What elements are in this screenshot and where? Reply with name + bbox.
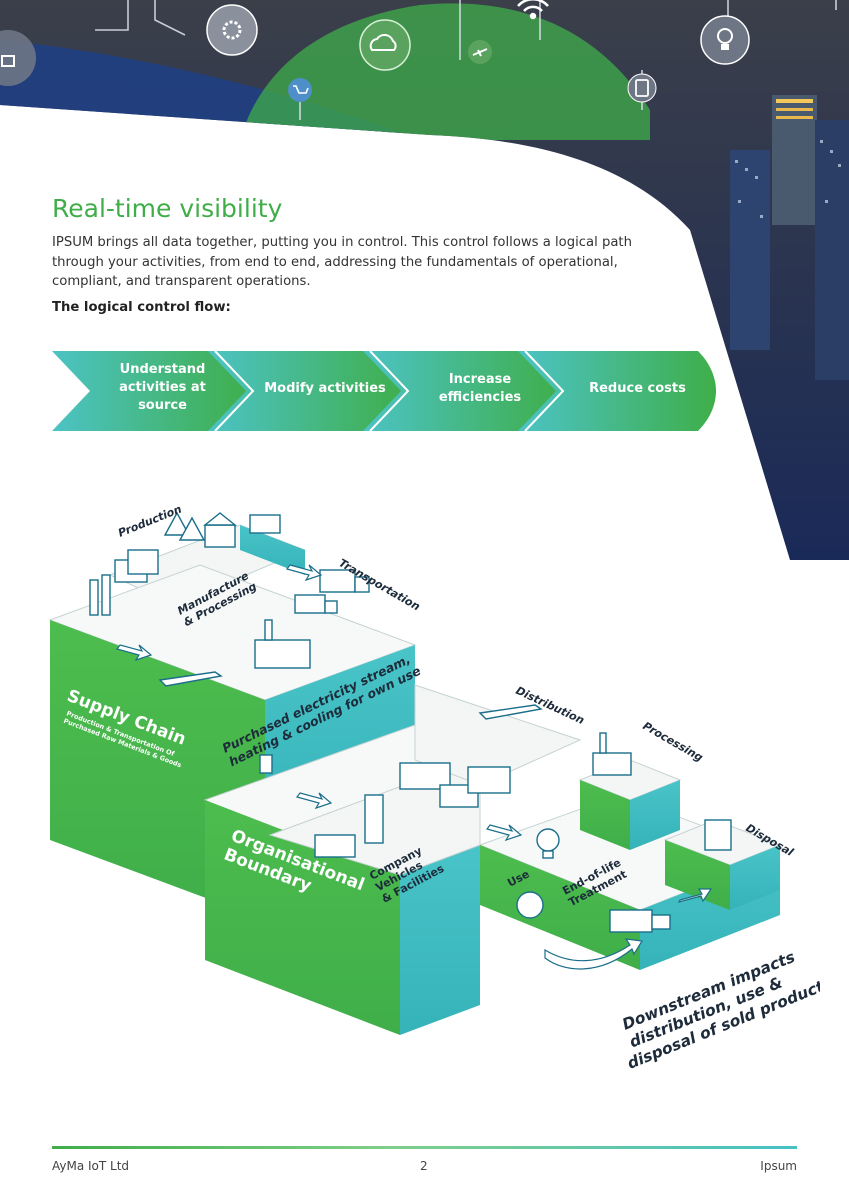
cloud-icon xyxy=(359,19,411,71)
flow-step-1-label: Understand activities at source xyxy=(119,362,206,413)
intro-paragraph: IPSUM brings all data together, putting … xyxy=(52,235,632,289)
footer-company: AyMa IoT Ltd xyxy=(52,1159,130,1173)
footer-product: Ipsum xyxy=(760,1159,797,1173)
airplane-icon xyxy=(468,40,492,64)
lock-icon xyxy=(0,30,36,86)
flow-chevron-3 xyxy=(363,351,563,431)
wifi-icon xyxy=(517,0,549,20)
lightbulb-icon xyxy=(700,15,750,65)
flow-label: The logical control flow: xyxy=(52,300,231,315)
tablet-icon xyxy=(627,73,657,103)
value-chain-diagram: Production Manufacture & Processing Tran… xyxy=(48,502,820,1073)
page-title: Real-time visibility xyxy=(52,194,283,223)
flow-chevron-1 xyxy=(52,351,253,431)
cart-icon xyxy=(288,78,312,102)
control-flow xyxy=(52,350,716,432)
footer-page-number: 2 xyxy=(420,1159,428,1173)
flow-step-4-label: Reduce costs xyxy=(589,381,686,396)
label-processing: Processing xyxy=(641,719,706,764)
flow-chevron-2 xyxy=(208,351,408,431)
footer-rule xyxy=(52,1146,797,1149)
label-distribution: Distribution xyxy=(514,684,587,727)
flow-step-2-label: Modify activities xyxy=(264,381,386,396)
gears-icon xyxy=(206,4,258,56)
hero-banner xyxy=(0,0,849,560)
flow-chevron-4 xyxy=(518,351,716,431)
flow-step-3-label: Increase efficiencies xyxy=(438,372,522,405)
